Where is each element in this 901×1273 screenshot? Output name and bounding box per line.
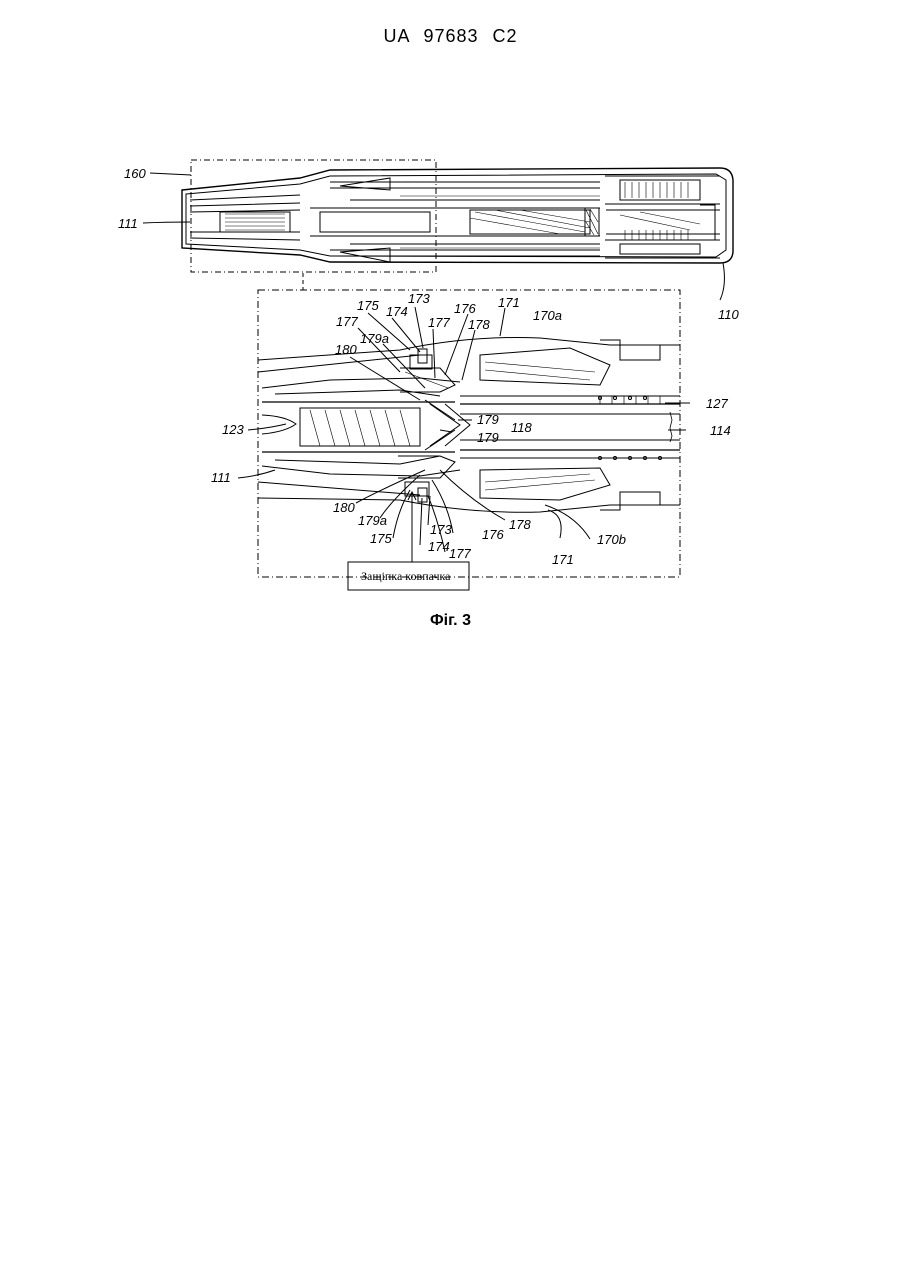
ref-179a: 179a [360,331,389,346]
ref-114: 114 [710,423,731,438]
ref-174: 174 [428,539,450,554]
ref-171: 171 [498,295,520,310]
ref-176: 176 [482,527,504,542]
ref-171: 171 [552,552,574,567]
ref-175: 175 [357,298,379,313]
ref-170a: 170a [533,308,562,323]
ref-175: 175 [370,531,392,546]
ref-177: 177 [428,315,450,330]
ref-176: 176 [454,301,476,316]
ref-178: 178 [468,317,490,332]
ref-118: 118 [511,420,532,435]
ref-177: 177 [449,546,471,561]
ref-111: 111 [118,216,138,231]
ref-123: 123 [222,422,244,437]
ref-173: 173 [430,522,452,537]
ref-180: 180 [333,500,355,515]
ref-170b: 170b [597,532,626,547]
enlarged-detail-drawing [258,338,680,513]
ref-127: 127 [706,396,728,411]
cap-latch-box-label: Защіпка ковпачка [361,569,451,583]
ref-178: 178 [509,517,531,532]
figure-caption: Фіг. 3 [0,612,901,630]
ref-179: 179 [477,430,499,445]
ref-179a: 179a [358,513,387,528]
ref-111: 111 [211,470,231,485]
ref-180: 180 [335,342,357,357]
ref-174: 174 [386,304,408,319]
ref-173: 173 [408,291,430,306]
detail-region-box [191,160,436,272]
ref-160: 160 [124,166,146,181]
device-overview [182,168,733,263]
ref-110: 110 [718,307,739,322]
ref-179: 179 [477,412,499,427]
ref-177: 177 [336,314,358,329]
